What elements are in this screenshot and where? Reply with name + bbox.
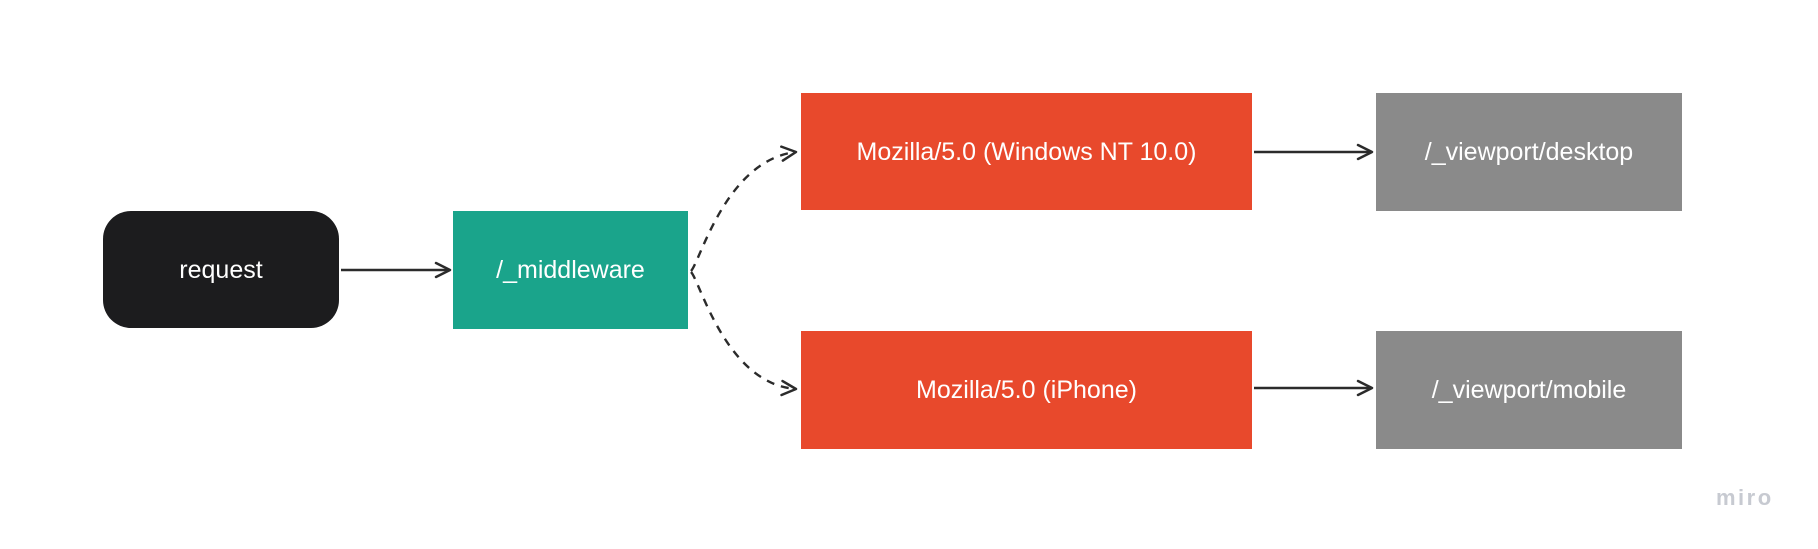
node-user-agent-mobile-label: Mozilla/5.0 (iPhone): [916, 376, 1137, 404]
node-user-agent-desktop[interactable]: Mozilla/5.0 (Windows NT 10.0): [801, 93, 1252, 210]
node-middleware[interactable]: /_middleware: [453, 211, 688, 329]
node-viewport-desktop-label: /_viewport/desktop: [1424, 138, 1634, 166]
node-request-label: request: [179, 255, 263, 284]
node-viewport-desktop[interactable]: /_viewport/desktop: [1376, 93, 1682, 211]
node-viewport-mobile-label: /_viewport/mobile: [1431, 376, 1627, 404]
miro-logo-watermark: miro: [1716, 485, 1774, 510]
edge-middleware-to-ua-mobile[interactable]: [690, 271, 798, 397]
node-middleware-label: /_middleware: [496, 256, 645, 284]
node-user-agent-desktop-label: Mozilla/5.0 (Windows NT 10.0): [856, 137, 1197, 166]
edge-middleware-to-ua-desktop[interactable]: [690, 145, 798, 272]
node-viewport-mobile[interactable]: /_viewport/mobile: [1376, 331, 1682, 449]
node-request[interactable]: request: [103, 211, 339, 328]
node-user-agent-mobile[interactable]: Mozilla/5.0 (iPhone): [801, 331, 1252, 449]
